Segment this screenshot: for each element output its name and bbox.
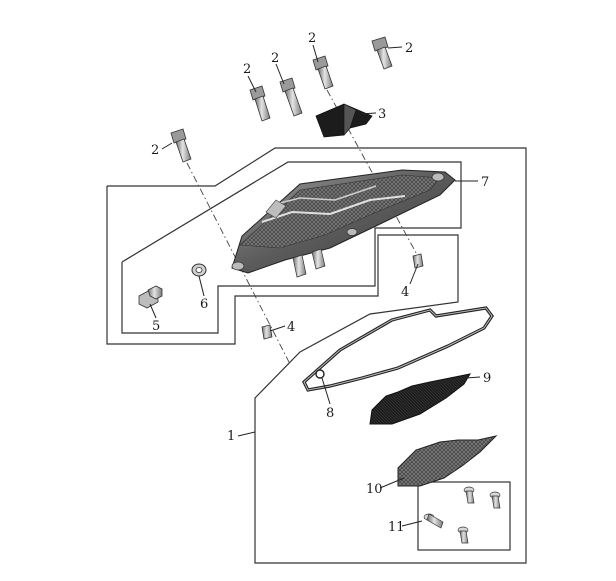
label-part-7: 7 (481, 175, 489, 190)
gasket-part (302, 306, 494, 392)
label-part-4-upper: 4 (401, 285, 409, 300)
cover-frame-inner (121, 161, 462, 334)
label-part-2-upper-1: 2 (243, 62, 251, 77)
frame-group (106, 147, 527, 564)
strainer-part (397, 435, 498, 487)
label-part-10: 10 (366, 482, 383, 497)
screw-4 (457, 526, 469, 544)
leader-lines (149, 44, 481, 527)
bolt-left (170, 128, 192, 163)
label-part-2-upper-3: 2 (308, 31, 316, 46)
label-part-5: 5 (152, 319, 160, 334)
label-part-1: 1 (227, 429, 235, 444)
labels: 2 2 2 2 2 3 7 4 4 5 6 8 9 1 10 11 (151, 31, 491, 535)
bolt-top-right (371, 36, 393, 70)
label-part-8: 8 (326, 406, 334, 421)
washer-part (191, 263, 207, 277)
screw-3 (423, 513, 444, 529)
filter-plate-part (369, 373, 472, 425)
label-part-2-upper-2: 2 (271, 51, 279, 66)
assembly-frame-outer (106, 147, 527, 564)
screw-2 (489, 491, 501, 509)
bracket-part (315, 103, 373, 138)
cover-part (231, 169, 456, 278)
nut-upper (412, 253, 424, 269)
nut-lower (261, 324, 273, 340)
label-part-11: 11 (388, 520, 405, 535)
screw-1 (463, 486, 475, 504)
fitting-part (138, 285, 163, 309)
label-part-6: 6 (200, 297, 208, 312)
label-part-9: 9 (483, 371, 491, 386)
bolt-upper-3 (312, 55, 334, 90)
label-part-4-lower: 4 (287, 320, 295, 335)
bolt-upper-2 (279, 77, 303, 117)
screw-kit-frame (417, 481, 511, 551)
label-part-2-left: 2 (151, 143, 159, 158)
label-part-2-top-right: 2 (405, 41, 413, 56)
label-part-3: 3 (378, 107, 386, 122)
bolt-upper-1 (249, 85, 271, 122)
